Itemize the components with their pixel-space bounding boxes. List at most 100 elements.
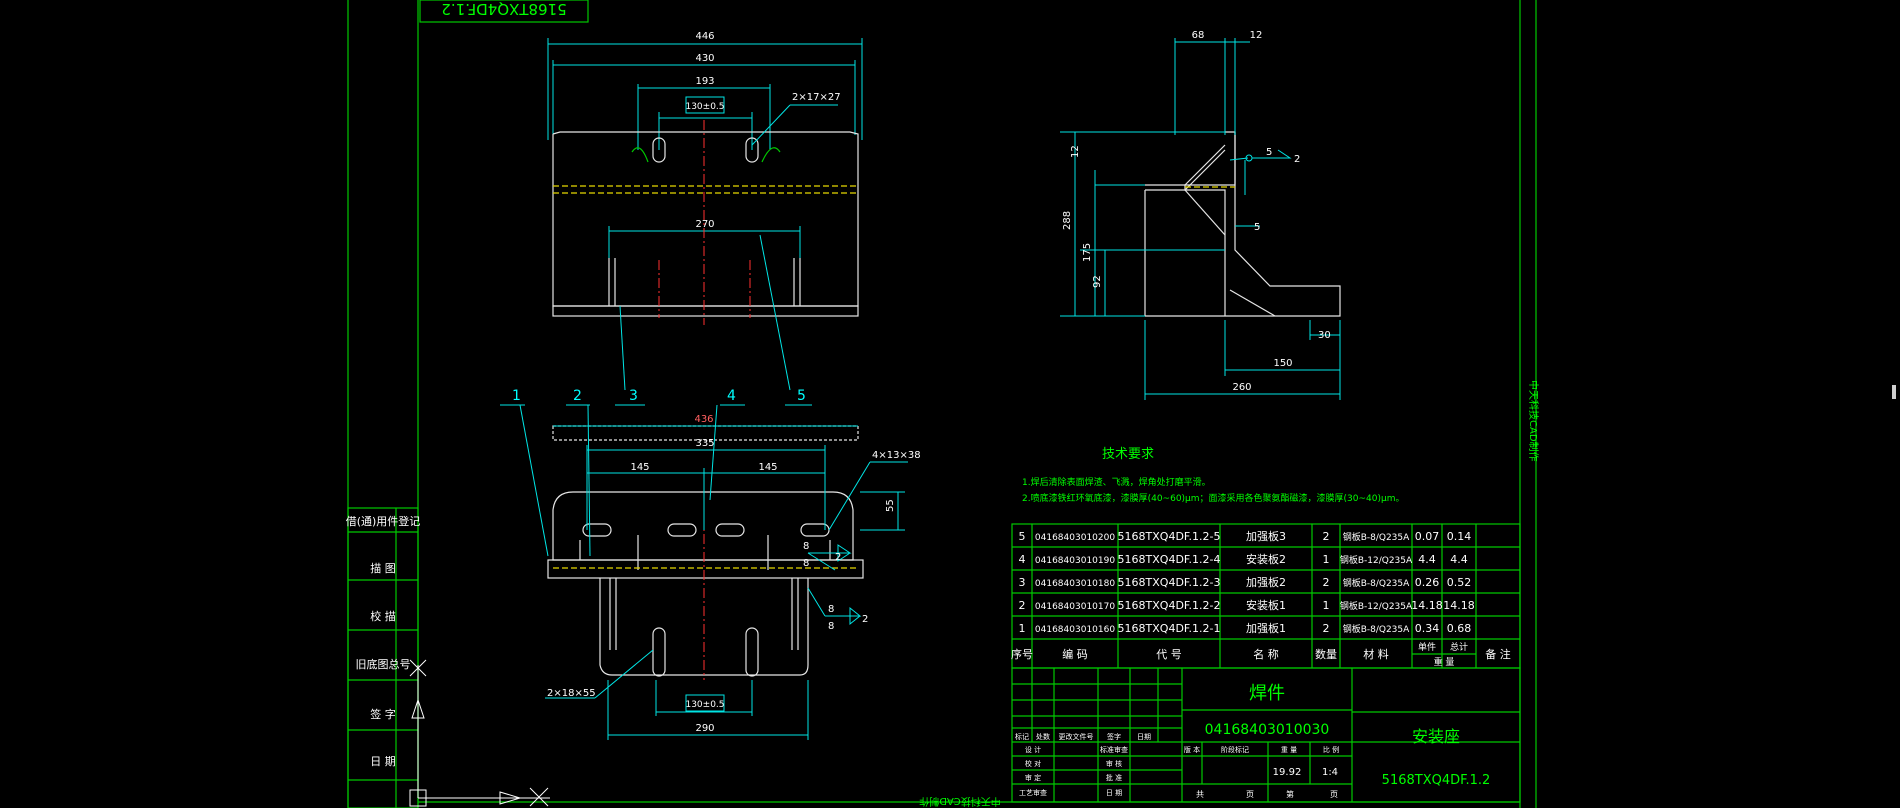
dim-175: 175 — [1082, 243, 1093, 262]
bom-row-4-total: 14.18 — [1443, 599, 1475, 612]
dim-12-left: 12 — [1070, 145, 1081, 158]
bom-row-2-no: 4 — [1019, 553, 1026, 566]
top-view — [500, 404, 908, 740]
bom-row-3-total: 0.52 — [1447, 576, 1472, 589]
sidebar-label-3: 旧底图总号 — [356, 657, 411, 671]
dim-68: 68 — [1192, 30, 1205, 41]
bom-row-5-name: 加强板1 — [1246, 621, 1286, 635]
tb-small-7: 校 对 — [1025, 759, 1041, 768]
title-stage-label: 版 本 — [1184, 745, 1200, 754]
left-sidebar — [347, 507, 419, 808]
bom-row-2-unit: 4.4 — [1418, 553, 1436, 566]
bottom-hole-note: 2×18×55 — [547, 688, 596, 699]
bom-row-4-ref: 5168TXQ4DF.1.2-2 — [1118, 599, 1221, 612]
dim-193: 193 — [695, 76, 714, 87]
dim-150: 150 — [1273, 358, 1292, 369]
bom-row-5-ref: 5168TXQ4DF.1.2-1 — [1118, 622, 1221, 635]
dim-430: 430 — [695, 53, 714, 64]
bom-row-2-name: 安装板2 — [1246, 552, 1286, 566]
bom-row-3-ref: 5168TXQ4DF.1.2-3 — [1118, 576, 1221, 589]
title-drawing-no: 5168TXQ4DF.1.2 — [1382, 773, 1491, 788]
title-code: 04168403010030 — [1205, 722, 1330, 738]
title-mark-label: 阶段标记 — [1221, 745, 1249, 754]
dim-290: 290 — [695, 723, 714, 734]
side-view — [1060, 38, 1341, 400]
tb-small-10: 批 准 — [1106, 773, 1122, 782]
bom-row-1-unit: 0.07 — [1415, 530, 1440, 543]
dim-92: 92 — [1092, 275, 1103, 288]
bom-row-2-ref: 5168TXQ4DF.1.2-4 — [1118, 553, 1221, 566]
title-block — [1011, 667, 1521, 803]
tech-req-title: 技术要求 — [1102, 447, 1154, 462]
dim-5-weld: 5 — [1266, 147, 1272, 158]
bom-header-ref: 代 号 — [1156, 648, 1182, 661]
tb-small-4: 日期 — [1137, 733, 1151, 741]
tb-small-2: 更改文件号 — [1059, 732, 1094, 741]
bom-header-qty: 数量 — [1315, 648, 1337, 661]
tb-small-5: 设 计 — [1025, 745, 1041, 754]
weld-size-4: 8 — [828, 621, 834, 632]
front-view — [547, 38, 863, 391]
bom-row-5-mat: 钢板B-8/Q235A — [1343, 623, 1410, 635]
sidebar-label-4: 签 字 — [370, 707, 396, 721]
bom-row-5-unit: 0.34 — [1415, 622, 1440, 635]
bom-row-1-total: 0.14 — [1447, 530, 1472, 543]
bom-header-total: 总计 — [1450, 641, 1468, 653]
bom-header-mat: 材 料 — [1363, 647, 1389, 661]
bom-row-4-qty: 1 — [1323, 599, 1330, 612]
bom-row-2-code: 04168403010190 — [1035, 556, 1115, 566]
balloon-2: 2 — [573, 388, 582, 404]
balloon-4: 4 — [727, 388, 736, 404]
bom-row-1-mat: 钢板B-8/Q235A — [1343, 531, 1410, 543]
bom-row-2-mat: 钢板B-12/Q235A — [1340, 554, 1413, 566]
dim-12-top: 12 — [1250, 30, 1263, 41]
bom-row-4-code: 04168403010170 — [1035, 602, 1115, 612]
bom-header-no: 序号 — [1011, 647, 1033, 661]
bom-row-3-name: 加强板2 — [1246, 575, 1286, 589]
dim-145-right: 145 — [758, 462, 777, 473]
tb-small-3: 签字 — [1107, 732, 1121, 741]
bom-row-3-mat: 钢板B-8/Q235A — [1343, 577, 1410, 589]
bom-header-name: 名 称 — [1253, 647, 1279, 661]
title-sheet-total-unit: 页 — [1246, 790, 1254, 799]
bom-row-3-qty: 2 — [1323, 576, 1330, 589]
dim-30: 30 — [1318, 330, 1331, 341]
weld-size-3: 8 — [828, 604, 834, 615]
bom-table — [1011, 523, 1521, 669]
top-hole-note: 4×13×38 — [872, 450, 921, 461]
bottom-side-label: 中天科技CAD制作 — [919, 795, 1001, 808]
bom-row-4-unit: 14.18 — [1411, 599, 1443, 612]
title-sheet-no-unit: 页 — [1330, 790, 1338, 799]
bom-row-1-ref: 5168TXQ4DF.1.2-5 — [1118, 530, 1221, 543]
tb-small-12: 日 期 — [1106, 789, 1122, 797]
tb-small-6: 标准审查 — [1100, 745, 1128, 754]
sidebar-label-1: 描 图 — [370, 561, 396, 575]
dim-270: 270 — [695, 219, 714, 230]
bom-row-5-qty: 2 — [1323, 622, 1330, 635]
scrollbar-marker[interactable] — [1892, 385, 1896, 399]
title-name: 安装座 — [1412, 727, 1460, 746]
balloon-5: 5 — [797, 388, 806, 404]
balloon-1: 1 — [512, 388, 521, 404]
dim-130-top: 130±0.5 — [685, 700, 724, 710]
tb-small-8: 审 定 — [1025, 773, 1041, 782]
tb-small-1: 处数 — [1036, 732, 1050, 741]
tb-small-11: 工艺审查 — [1019, 788, 1047, 797]
dim-145-left: 145 — [630, 462, 649, 473]
weld-number-1: 2 — [835, 552, 841, 563]
bom-row-4-name: 安装板1 — [1246, 598, 1286, 612]
tb-small-0: 标记 — [1015, 732, 1029, 741]
bom-row-5-no: 1 — [1019, 622, 1026, 635]
drawing-frame — [347, 0, 1537, 808]
sidebar-label-2: 校 描 — [370, 609, 396, 623]
weld-size-1: 8 — [803, 541, 809, 552]
dim-260: 260 — [1232, 382, 1251, 393]
bom-row-2-qty: 1 — [1323, 553, 1330, 566]
dim-130-front: 130±0.5 — [685, 102, 724, 112]
dim-55: 55 — [885, 499, 896, 512]
sidebar-label-5: 日 期 — [370, 755, 396, 768]
bom-header-unit: 单件 — [1418, 641, 1436, 653]
dim-446: 446 — [695, 31, 714, 42]
side-weld-number: 2 — [1294, 154, 1300, 165]
